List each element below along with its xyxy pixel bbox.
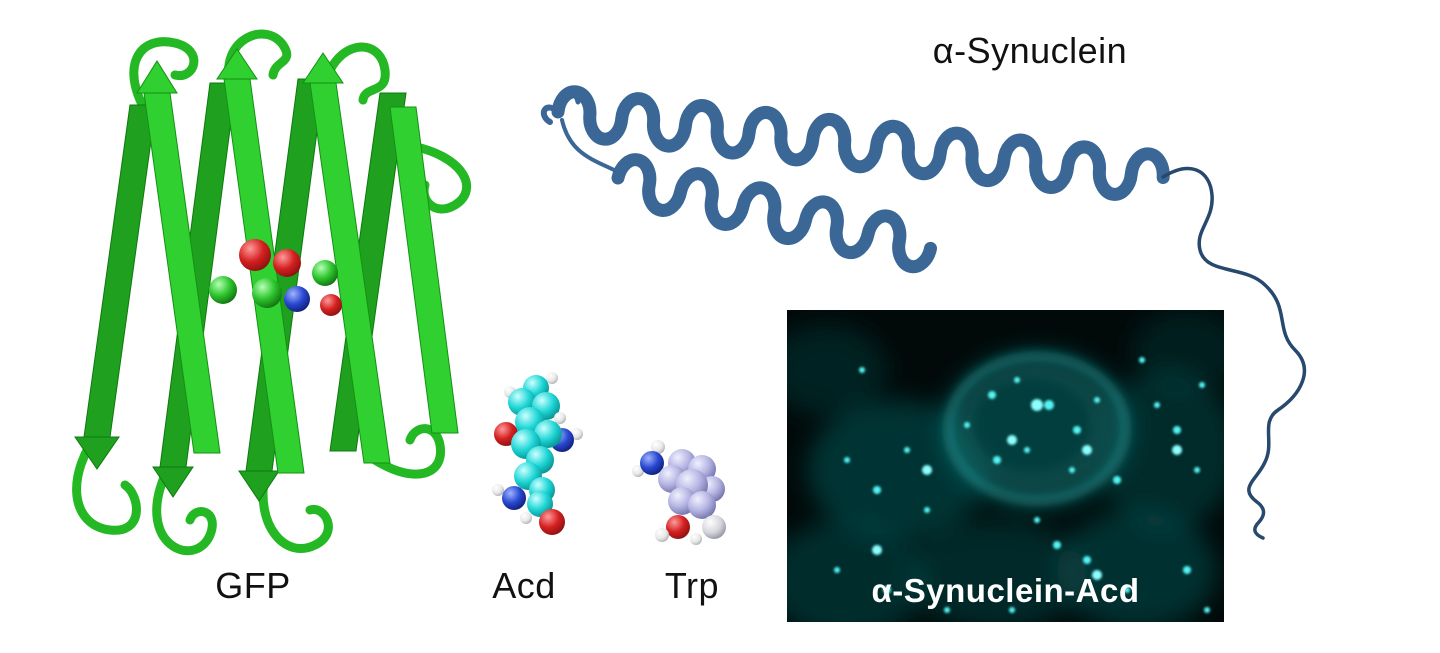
acd-label: Acd — [492, 565, 556, 606]
acd-molecule-graphic — [492, 372, 583, 535]
acd-molecule — [480, 370, 600, 555]
trp-molecule — [630, 435, 750, 555]
micrograph-image: α-Synuclein-Acd — [787, 310, 1224, 622]
gfp-loops-bottom — [72, 424, 446, 556]
synuclein-structure — [500, 60, 1340, 545]
micrograph-puncta — [834, 357, 1210, 613]
synuclein-tail — [1161, 166, 1307, 540]
gfp-chromophore-spheres — [209, 239, 342, 316]
trp-molecule-graphic — [632, 440, 726, 545]
synuclein-helix-bottom — [611, 153, 938, 274]
synuclein-helix-top — [551, 85, 1170, 201]
gfp-structure — [25, 5, 495, 575]
synuclein-label: α-Synuclein — [932, 30, 1128, 71]
trp-label: Trp — [664, 565, 720, 606]
gfp-beta-strands-front — [136, 48, 459, 474]
gfp-cartoon-graphic — [72, 29, 472, 556]
micrograph-cells-graphic — [787, 310, 1224, 622]
micrograph-label: α-Synuclein-Acd — [871, 572, 1140, 609]
micrograph-cell-membrane — [946, 353, 1128, 503]
gfp-label: GFP — [215, 565, 291, 606]
synuclein-cartoon-graphic — [540, 85, 1307, 540]
